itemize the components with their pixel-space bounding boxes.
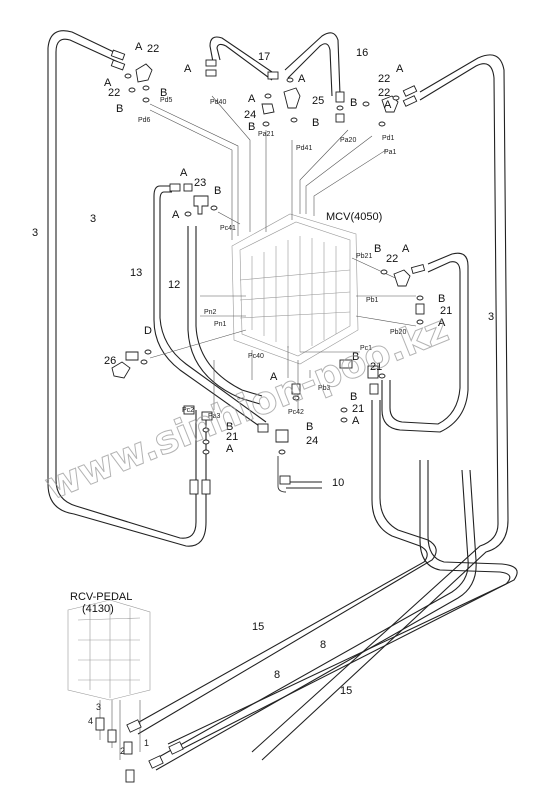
letter-b: B [116, 103, 123, 115]
hose-12 [187, 226, 263, 405]
port-pn1: Pn1 [214, 321, 227, 328]
port-pb3: Pb3 [318, 385, 331, 392]
label-15-lower: 15 [340, 685, 352, 697]
label-rcv-3: 3 [96, 702, 101, 712]
letter-a: A [135, 41, 143, 53]
letter-a: A [438, 317, 446, 329]
label-24-lower: 24 [306, 435, 318, 447]
hose-10 [277, 456, 322, 493]
rcv-pedal-number: (4130) [82, 603, 114, 615]
label-25: 25 [312, 95, 324, 107]
letter-a: A [384, 99, 392, 111]
port-pd1: Pd1 [382, 135, 395, 142]
hose-16 [284, 32, 341, 97]
mcv-label: MCV(4050) [326, 211, 382, 223]
mcv-body [231, 213, 359, 365]
label-rcv-4: 4 [88, 716, 93, 726]
hose-3-left-loop [47, 30, 207, 547]
hose-right-middle-loop [381, 252, 469, 433]
letter-b: B [248, 121, 255, 133]
letter-a: A [352, 415, 360, 427]
letter-a: A [396, 63, 404, 75]
port-pa1: Pa1 [384, 149, 397, 156]
connection-letters: A A B B A A A B B B A A A B A B A B A D … [104, 41, 446, 455]
label-3-outer: 3 [32, 227, 38, 239]
letter-a: A [104, 77, 112, 89]
port-pd6: Pd6 [138, 117, 151, 124]
label-22-right: 22 [378, 87, 390, 99]
letter-a: A [298, 73, 306, 85]
letter-d: D [144, 325, 152, 337]
label-15-upper: 15 [252, 621, 264, 633]
letter-b: B [160, 87, 167, 99]
letter-b: B [350, 97, 357, 109]
letter-b: B [306, 421, 313, 433]
hose-13 [153, 185, 267, 429]
letter-a: A [172, 209, 180, 221]
label-13: 13 [130, 267, 142, 279]
port-pa20: Pa20 [340, 137, 356, 144]
hose-15-8-pedal-lines [131, 400, 518, 771]
rcv-pedal-body [67, 599, 184, 783]
label-10: 10 [332, 477, 344, 489]
port-pn2: Pn2 [204, 309, 217, 316]
port-pc1: Pc1 [360, 345, 372, 352]
port-pc2: Pc2 [182, 407, 194, 414]
label-22-top-right: 22 [378, 73, 390, 85]
letter-a: A [270, 371, 278, 383]
label-3-right: 3 [488, 311, 494, 323]
letter-a: A [226, 443, 234, 455]
letter-a: A [184, 63, 192, 75]
label-23: 23 [194, 177, 206, 189]
hose-3-right-loop [251, 54, 509, 761]
letter-a: A [180, 167, 188, 179]
port-labels: Pd5 Pd6 Pd40 Pa21 Pd41 Pa20 Pd1 Pa1 Pc41… [138, 97, 406, 420]
hose-17 [209, 36, 273, 81]
label-21-center: 21 [370, 361, 382, 373]
label-26: 26 [104, 355, 116, 367]
port-pa3: Pa3 [208, 413, 221, 420]
letter-a: A [248, 93, 256, 105]
label-22-left: 22 [108, 87, 120, 99]
port-pa21: Pa21 [258, 131, 274, 138]
letter-b: B [374, 243, 381, 255]
port-pb20: Pb20 [390, 329, 406, 336]
letter-b: B [214, 185, 221, 197]
label-3-inner: 3 [90, 213, 96, 225]
label-8-upper: 8 [320, 639, 326, 651]
label-17: 17 [258, 51, 270, 63]
label-8-lower: 8 [274, 669, 280, 681]
letter-b: B [312, 117, 319, 129]
label-21-right: 21 [440, 305, 452, 317]
label-rcv-1: 1 [144, 738, 149, 748]
port-pb1: Pb1 [366, 297, 379, 304]
label-22-mid-right: 22 [386, 253, 398, 265]
label-21-lower: 21 [352, 403, 364, 415]
letter-a: A [402, 243, 410, 255]
label-21-left: 21 [226, 431, 238, 443]
port-pd40: Pd40 [210, 99, 226, 106]
label-22-top-left: 22 [147, 43, 159, 55]
port-pd5: Pd5 [160, 97, 173, 104]
rcv-pedal-label: RCV-PEDAL [70, 591, 132, 603]
port-pc41: Pc41 [220, 225, 236, 232]
port-pc42: Pc42 [288, 409, 304, 416]
label-16: 16 [356, 47, 368, 59]
port-pc40: Pc40 [248, 353, 264, 360]
fittings [110, 49, 426, 495]
label-24-top: 24 [244, 109, 256, 121]
letter-b: B [438, 293, 445, 305]
letter-b: B [350, 391, 357, 403]
label-rcv-2: 2 [120, 746, 125, 756]
letter-b: B [352, 351, 359, 363]
letter-b: B [226, 421, 233, 433]
port-pb21: Pb21 [356, 253, 372, 260]
watermark: www.sinhion-poo.kz [39, 306, 454, 508]
label-12: 12 [168, 279, 180, 291]
port-leader-lines [149, 95, 417, 410]
part-number-labels: 22 22 3 3 17 16 25 24 22 22 23 13 12 22 … [32, 43, 494, 756]
port-pd41: Pd41 [296, 145, 312, 152]
